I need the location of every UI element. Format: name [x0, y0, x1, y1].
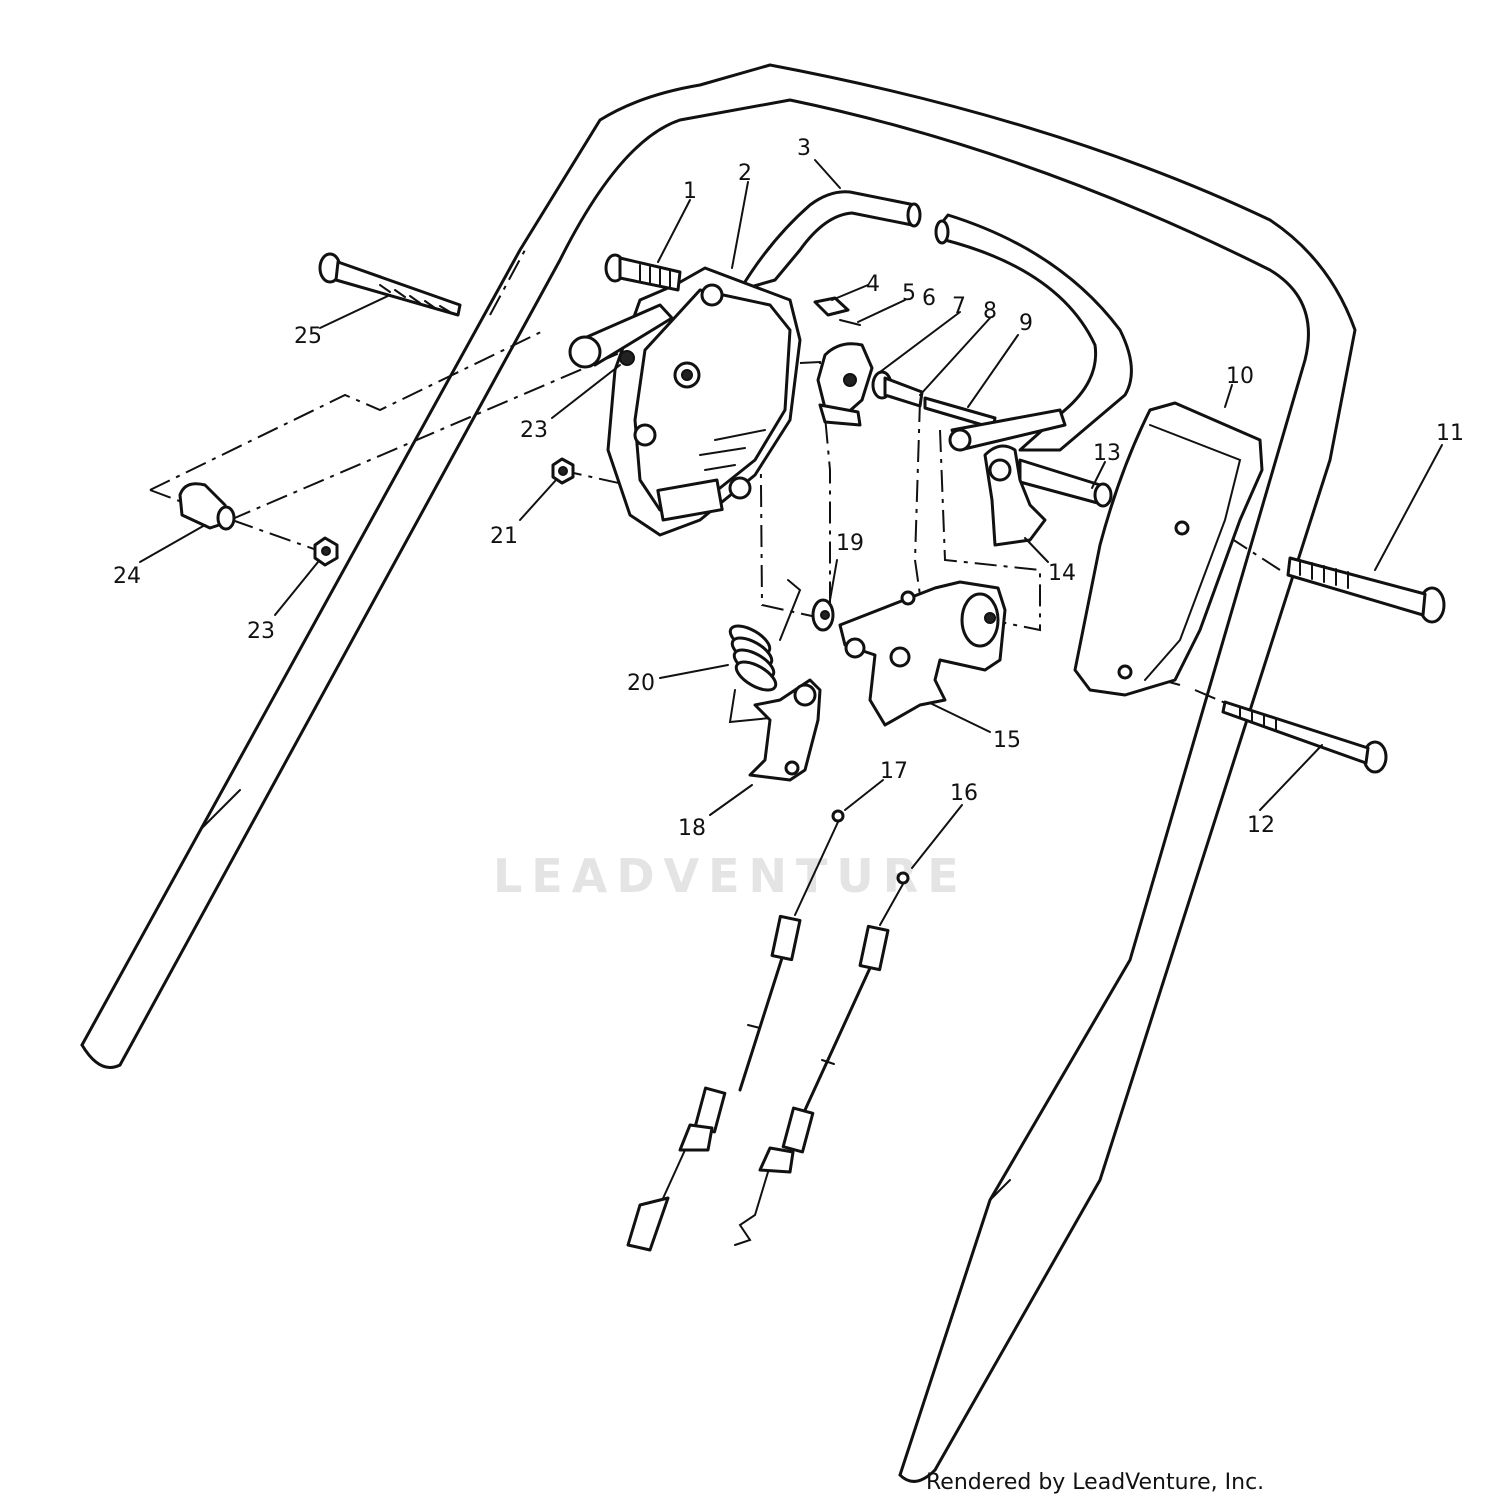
- carriage-bolt-11: [1286, 556, 1446, 624]
- torsion-spring: [728, 579, 802, 724]
- label-part-15: 15: [993, 728, 1021, 753]
- label-part-21: 21: [490, 524, 518, 549]
- trigger-lever: [748, 678, 822, 782]
- washer: [811, 598, 835, 632]
- side-cover: [1073, 401, 1264, 697]
- carriage-bolt-12: [1221, 700, 1388, 774]
- label-part-23-upper: 23: [520, 418, 548, 443]
- label-part-5: 5: [902, 281, 916, 306]
- watermark-text: LEADVENTURE: [493, 849, 968, 903]
- label-part-23-lower: 23: [247, 619, 275, 644]
- render-credit: Rendered by LeadVenture, Inc.: [926, 1470, 1265, 1495]
- cam-spring-parts: [813, 296, 997, 430]
- label-part-8: 8: [983, 299, 997, 324]
- label-part-6: 6: [922, 286, 936, 311]
- label-part-13: 13: [1093, 441, 1121, 466]
- link-and-lever: [948, 408, 1113, 547]
- label-part-9: 9: [1019, 311, 1033, 336]
- label-part-14: 14: [1048, 561, 1076, 586]
- label-part-1: 1: [683, 179, 697, 204]
- label-part-10: 10: [1226, 364, 1254, 389]
- control-bail: [738, 190, 1133, 452]
- label-part-11: 11: [1436, 421, 1464, 446]
- shoulder-bolt: [604, 253, 682, 292]
- lock-nut-23-lower: [313, 536, 339, 567]
- label-part-20: 20: [627, 671, 655, 696]
- carriage-bolt-25: [318, 252, 462, 317]
- label-part-3: 3: [797, 136, 811, 161]
- label-part-19: 19: [836, 531, 864, 556]
- lock-nut-21: [551, 457, 575, 485]
- label-part-18: 18: [678, 816, 706, 841]
- label-part-12: 12: [1247, 813, 1275, 838]
- control-cable-17: [626, 809, 845, 1252]
- label-part-7: 7: [952, 294, 966, 319]
- adjust-knob: [178, 482, 236, 531]
- bracket-housing: [606, 266, 802, 537]
- part-number-labels: 1 2 3 4 5 6 7 8 9 10 11 12 13 14 15 16 1…: [113, 136, 1464, 841]
- leader-lines: [139, 159, 1443, 869]
- label-part-25: 25: [294, 324, 322, 349]
- pivot-bracket: [838, 580, 1007, 727]
- label-part-2: 2: [738, 161, 752, 186]
- control-cable-16: [734, 871, 910, 1246]
- handle-tube: [80, 63, 1357, 1483]
- pivot-lever: [568, 303, 674, 369]
- label-part-16: 16: [950, 781, 978, 806]
- label-part-24: 24: [113, 564, 141, 589]
- label-part-17: 17: [880, 759, 908, 784]
- label-part-4: 4: [866, 272, 880, 297]
